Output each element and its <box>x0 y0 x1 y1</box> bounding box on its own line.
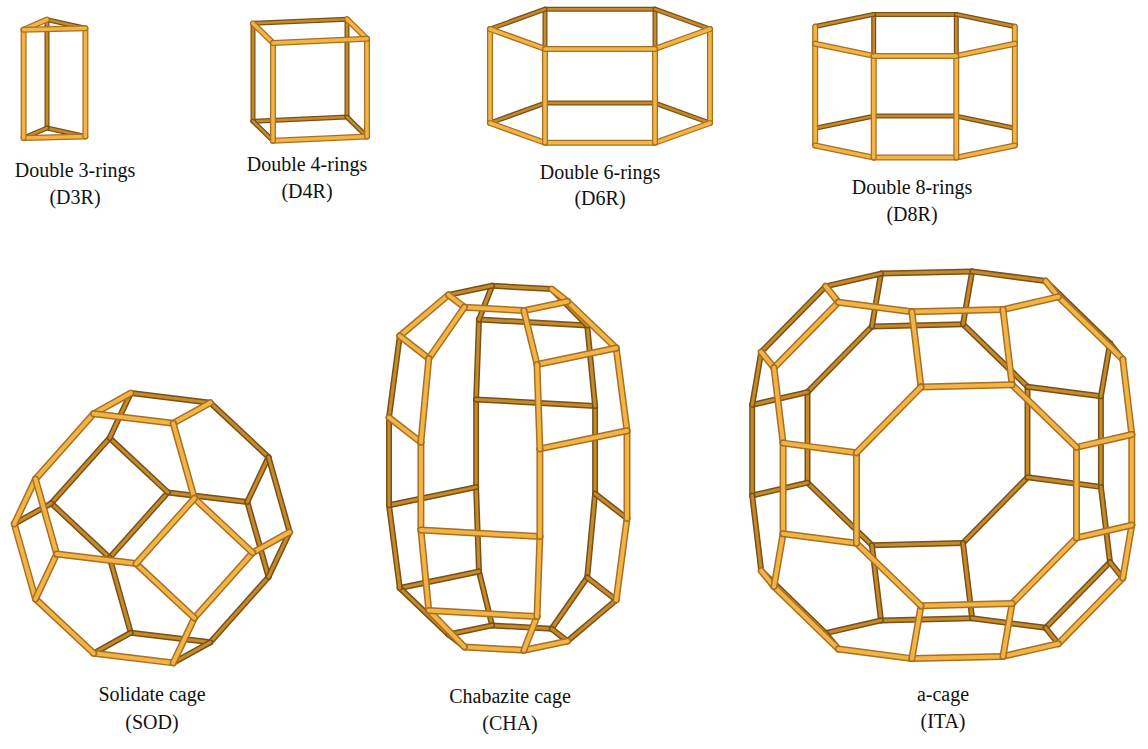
caption-text: (D3R) <box>49 185 100 209</box>
caption-text: Chabazite cage <box>449 684 571 708</box>
double-8-ring <box>815 14 1015 157</box>
caption-text: Double 6-rings <box>540 160 661 184</box>
caption-text: (D6R) <box>574 186 625 210</box>
caption-text: (SOD) <box>125 710 178 734</box>
caption-text: (CHA) <box>482 711 538 735</box>
caption-text: Double 8-rings <box>852 175 973 199</box>
alpha-cage <box>752 271 1132 658</box>
caption-text: Double 3-rings <box>15 158 136 182</box>
double-3-ring <box>24 20 86 138</box>
sodalite-cage <box>14 393 289 663</box>
caption-text: (ITA) <box>920 709 965 733</box>
caption-text: (D8R) <box>886 202 937 226</box>
double-6-ring <box>490 9 710 143</box>
double-4-ring <box>253 19 367 141</box>
caption-text: Double 4-rings <box>247 152 368 176</box>
caption-text: a-cage <box>917 682 969 706</box>
chabazite-cage <box>389 286 627 650</box>
caption-text: (D4R) <box>281 179 332 203</box>
caption-text: Solidate cage <box>98 682 205 706</box>
